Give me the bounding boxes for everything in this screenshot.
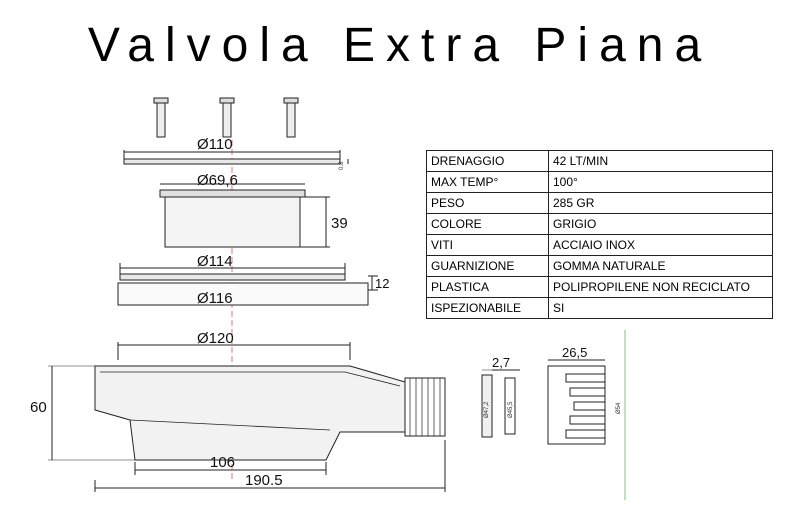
dim-54: Ø54 — [616, 402, 622, 414]
cover-plate — [123, 150, 349, 165]
table-row: MAX TEMP°100° — [426, 171, 773, 193]
dim-190: 190.5 — [245, 472, 283, 489]
dim-2-7: 2,7 — [492, 355, 510, 370]
spec-value: GOMMA NATURALE — [548, 255, 773, 277]
dim-26-5: 26,5 — [562, 345, 587, 360]
dim-116: Ø116 — [197, 290, 233, 307]
dim-47: Ø47,2 — [484, 401, 490, 418]
spec-value: POLIPROPILENE NON RECICLATO — [548, 276, 773, 298]
dim-106: 106 — [210, 454, 235, 471]
gasket-side — [481, 369, 520, 438]
spec-label: MAX TEMP° — [426, 171, 549, 193]
cylinder-body — [159, 183, 330, 248]
dim-110: Ø110 — [197, 136, 233, 153]
flange-ring — [117, 263, 378, 306]
dim-60: 60 — [30, 399, 47, 416]
spec-value: 100° — [548, 171, 773, 193]
spec-value: 42 LT/MIN — [548, 150, 773, 172]
spec-value: GRIGIO — [548, 213, 773, 235]
spec-value: SI — [548, 297, 773, 319]
dim-114: Ø114 — [197, 253, 233, 270]
dim-69: Ø69,6 — [197, 172, 238, 189]
spec-label: PLASTICA — [426, 276, 549, 298]
spec-label: VITI — [426, 234, 549, 256]
screw-3 — [283, 97, 299, 138]
spec-label: COLORE — [426, 213, 549, 235]
dim-39: 39 — [331, 215, 348, 232]
valve-body — [48, 342, 446, 492]
screw-2 — [219, 97, 235, 138]
spec-label: GUARNIZIONE — [426, 255, 549, 277]
spec-value: 285 GR — [548, 192, 773, 214]
dim-cap-thickness: 0.8 — [339, 161, 345, 170]
spec-label: PESO — [426, 192, 549, 214]
spec-label: ISPEZIONABILE — [426, 297, 549, 319]
spec-value: ACCIAIO INOX — [548, 234, 773, 256]
dim-120: Ø120 — [197, 330, 234, 347]
dim-45: Ø45,5 — [508, 401, 514, 418]
dim-12: 12 — [375, 276, 389, 291]
nut-side — [547, 359, 606, 445]
page-title: Valvola Extra Piana — [87, 19, 713, 72]
spec-label: DRENAGGIO — [426, 150, 549, 172]
screw-1 — [153, 97, 169, 138]
